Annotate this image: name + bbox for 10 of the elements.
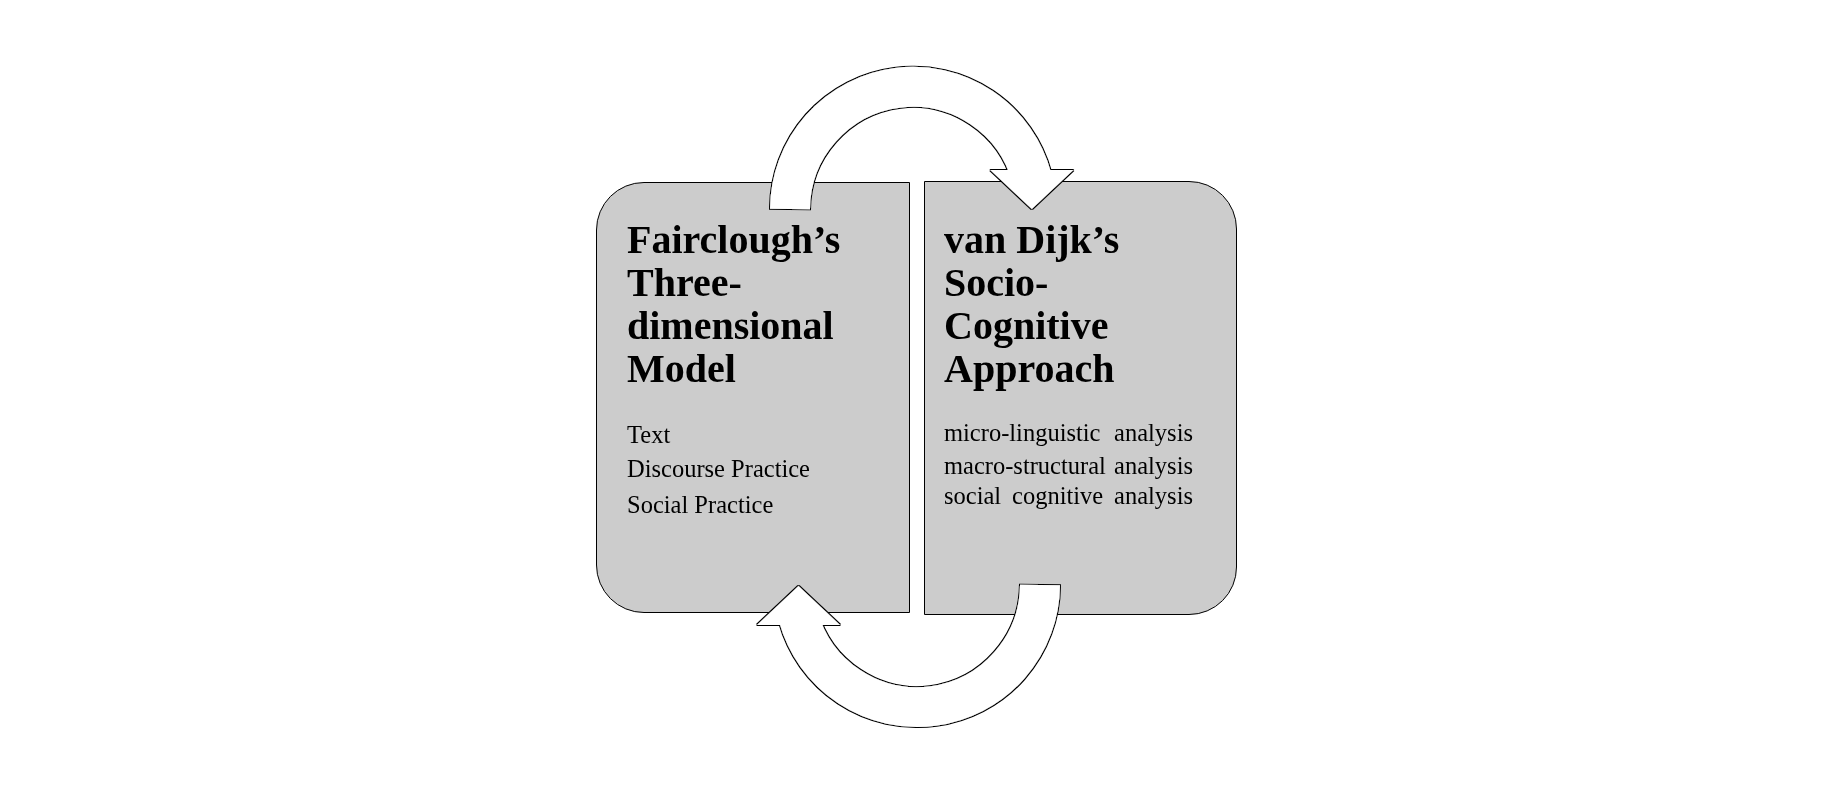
list-item: macro-structural analysis (944, 451, 1193, 481)
list-item: social cognitive analysis (944, 480, 1193, 510)
list-item: Discourse Practice (627, 454, 810, 484)
list-item: micro-linguistic analysis (944, 417, 1193, 447)
list-item: Social Practice (627, 490, 774, 519)
list-item: Text (627, 419, 671, 449)
rounded-panel (596, 182, 910, 613)
heading: van Dijk’s Socio-Cognitive Approach (944, 218, 1121, 390)
heading: Fairclough’s Three-dimensional Model (627, 218, 842, 390)
rounded-panel (924, 181, 1237, 615)
